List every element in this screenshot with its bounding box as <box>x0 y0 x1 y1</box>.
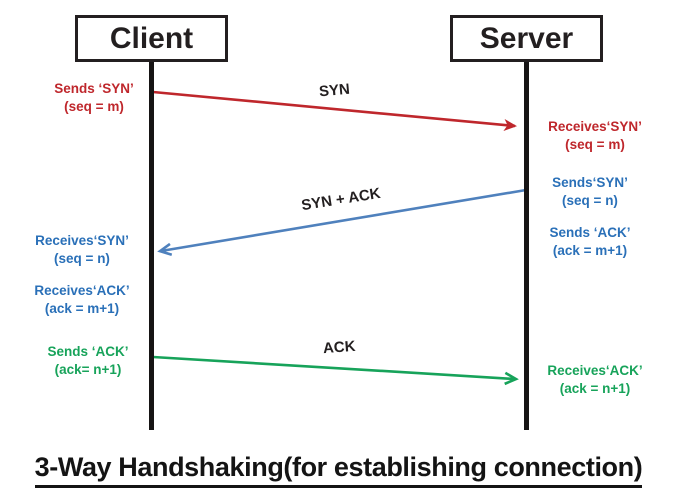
syn-arrow-label: SYN <box>318 80 351 101</box>
server-sends-syn-note: Sends‘SYN’ (seq = n) <box>525 174 655 210</box>
client-sends-ack-note: Sends ‘ACK’ (ack= n+1) <box>28 343 148 379</box>
client-label: Client <box>109 21 194 55</box>
note-line: Sends‘SYN’ <box>552 175 628 190</box>
server-lifeline <box>524 61 529 430</box>
diagram-title-row: 3-Way Handshaking(for establishing conne… <box>0 452 677 488</box>
note-line: (seq = n) <box>562 193 618 208</box>
note-line: (seq = m) <box>64 99 124 114</box>
ack-arrow <box>152 355 519 386</box>
client-lifeline <box>149 61 154 430</box>
server-receives-ack-note: Receives‘ACK’ (ack = n+1) <box>530 362 660 398</box>
client-sends-syn-note: Sends ‘SYN’ (seq = m) <box>34 80 154 116</box>
note-line: (ack = m+1) <box>44 301 120 316</box>
note-line: (seq = m) <box>565 137 625 152</box>
client-actor-box: Client <box>75 15 228 62</box>
note-line: Receives‘SYN’ <box>548 119 642 134</box>
diagram-title: 3-Way Handshaking(for establishing conne… <box>34 452 643 488</box>
server-receives-syn-note: Receives‘SYN’ (seq = m) <box>530 118 660 154</box>
client-receives-syn-note: Receives‘SYN’ (seq = n) <box>17 232 147 268</box>
server-label: Server <box>479 21 574 55</box>
note-line: Receives‘ACK’ <box>34 283 130 298</box>
syn-ack-arrow <box>157 188 527 257</box>
note-line: (ack= n+1) <box>54 362 122 377</box>
note-line: Sends ‘ACK’ <box>549 225 631 240</box>
note-line: Sends ‘ACK’ <box>47 344 129 359</box>
server-sends-ack-note: Sends ‘ACK’ (ack = m+1) <box>525 224 655 260</box>
ack-arrow-label: ACK <box>322 337 357 358</box>
note-line: (ack = n+1) <box>559 381 631 396</box>
client-receives-ack-note: Receives‘ACK’ (ack = m+1) <box>17 282 147 318</box>
note-line: (seq = n) <box>54 251 110 266</box>
server-actor-box: Server <box>450 15 603 62</box>
note-line: Receives‘SYN’ <box>35 233 129 248</box>
note-line: Sends ‘SYN’ <box>54 81 134 96</box>
note-line: Receives‘ACK’ <box>547 363 643 378</box>
note-line: (ack = m+1) <box>552 243 628 258</box>
syn-arrow <box>152 90 517 131</box>
